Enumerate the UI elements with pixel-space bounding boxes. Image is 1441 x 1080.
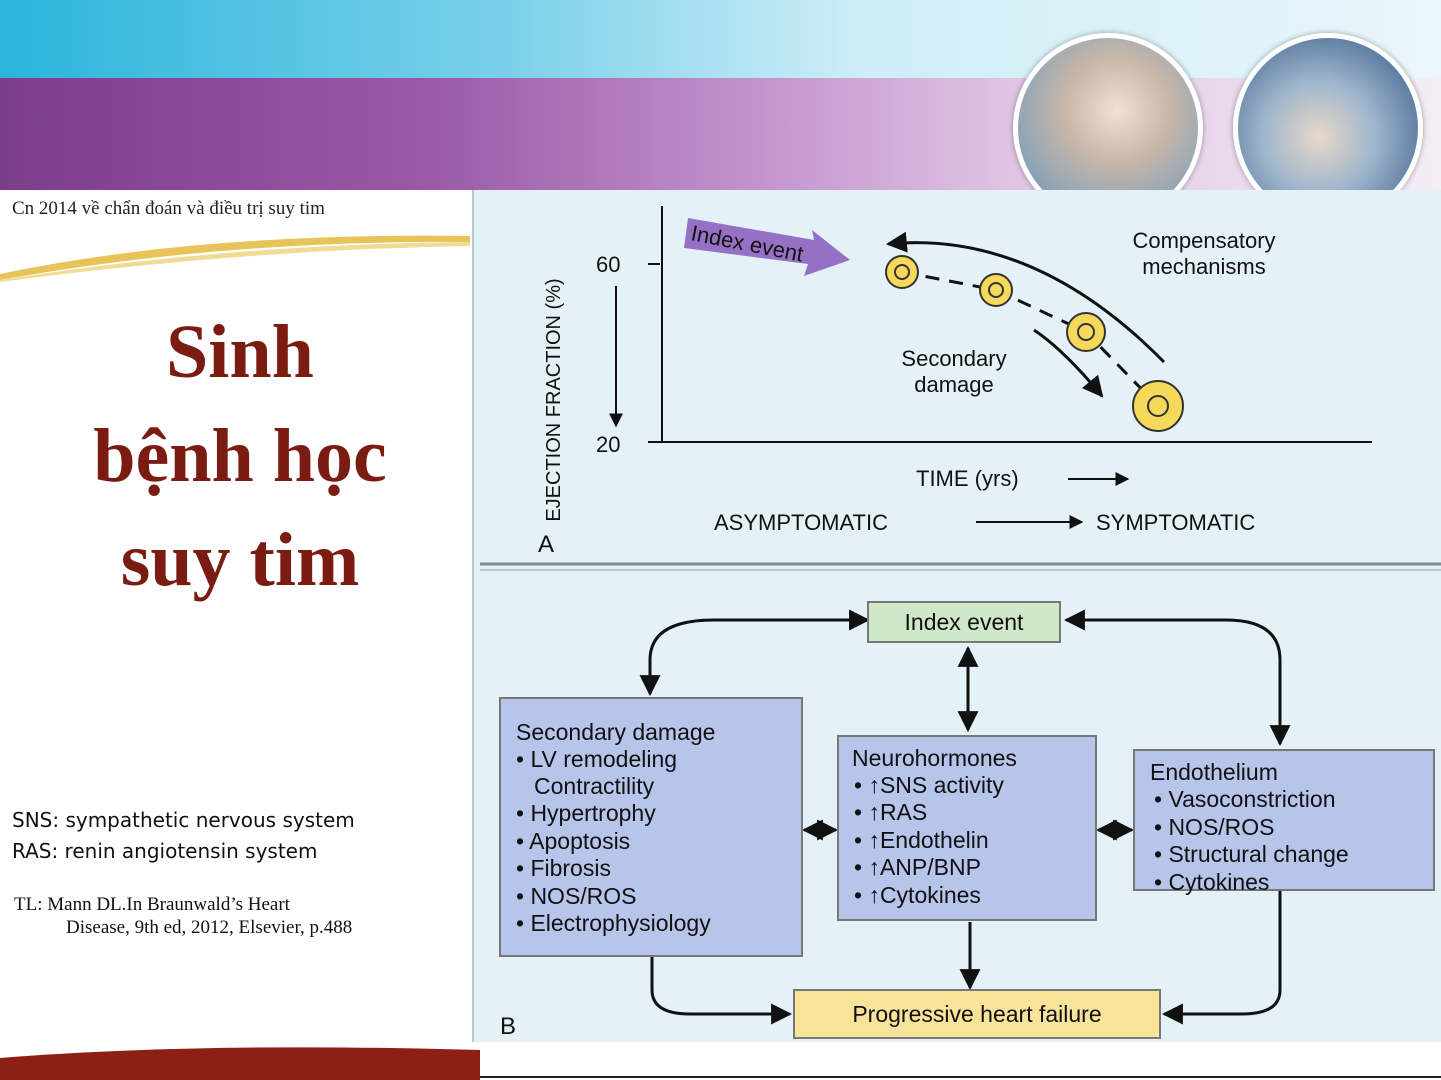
compensatory-arrow [885, 231, 1166, 364]
source-note: Cn 2014 về chẩn đoán và điều trị suy tim [12, 198, 325, 219]
ef-point [885, 255, 919, 289]
endothelium-item: • NOS/ROS [1154, 814, 1275, 840]
figure-svg: A EJECTION FRACTION (%) 60 20 Index even… [480, 206, 1441, 1040]
endothelium-box [1133, 749, 1435, 891]
endothelium-title: Endothelium [1150, 759, 1278, 785]
footer-band [0, 1042, 1441, 1080]
neuro-item: • ↑Endothelin [854, 827, 989, 853]
compensatory-line-1: Compensatory [1132, 228, 1275, 253]
progressive-hf-box [793, 989, 1161, 1039]
y-tick-20: 20 [596, 432, 620, 457]
secondary-item: • NOS/ROS [516, 883, 637, 909]
index-event-arrow [684, 218, 850, 276]
panel-b: B Index event Secondary damage • LV remo… [499, 601, 1435, 1040]
compensatory-line-2: mechanisms [1142, 254, 1265, 279]
secondary-line-1: Secondary [901, 346, 1006, 371]
neuro-item: • ↑Cytokines [854, 882, 981, 908]
y-tick-60: 60 [596, 252, 620, 277]
abbr-sns: SNS: sympathetic nervous system [12, 808, 355, 832]
left-text-panel [0, 190, 470, 1050]
ef-point [1132, 380, 1184, 432]
arrow-secondary-to-progressive [650, 956, 793, 1025]
neurohormones-title: Neurohormones [852, 745, 1017, 771]
arrow-index-to-secondary [639, 609, 871, 697]
x-axis-label: TIME (yrs) [916, 466, 1019, 491]
secondary-damage-box [499, 697, 803, 957]
progressive-hf-label: Progressive heart failure [852, 1001, 1101, 1027]
endothelium-item: • Cytokines [1154, 869, 1269, 895]
neuro-item: • ↑SNS activity [854, 772, 1004, 798]
decorative-swoosh [0, 235, 470, 282]
panel-a: A EJECTION FRACTION (%) 60 20 Index even… [538, 206, 1372, 558]
secondary-item: • Apoptosis [516, 828, 630, 854]
panel-b-label: B [500, 1013, 516, 1040]
reference-line-2: Disease, 9th ed, 2012, Elsevier, p.488 [66, 917, 353, 938]
title-line-2: bệnh học [93, 414, 387, 498]
stage-asymptomatic: ASYMPTOMATIC [714, 510, 888, 535]
index-event-box-label: Index event [905, 609, 1025, 635]
panel-a-label: A [538, 531, 554, 558]
secondary-damage-arrow [1033, 328, 1104, 398]
secondary-item: • Fibrosis [516, 855, 611, 881]
ef-points [885, 255, 1184, 432]
ef-point [1066, 312, 1106, 352]
secondary-line-2: damage [914, 372, 994, 397]
title-line-1: Sinh [166, 310, 314, 394]
neurohormones-box [837, 735, 1097, 921]
figure-panel: A EJECTION FRACTION (%) 60 20 Index even… [472, 190, 1441, 1042]
endothelium-item: • Vasoconstriction [1154, 786, 1335, 812]
top-blue-band [0, 0, 1441, 78]
ef-decline-dashed [901, 270, 1156, 404]
neuro-item: • ↑ANP/BNP [854, 854, 981, 880]
header-purple-band [0, 78, 1441, 190]
secondary-item: • Hypertrophy [516, 800, 656, 826]
reference-line-1: TL: Mann DL.In Braunwald’s Heart [14, 894, 290, 915]
index-event-box [867, 601, 1061, 643]
index-event-label: Index event [689, 220, 805, 266]
title-line-3: suy tim [120, 518, 360, 602]
abbr-ras: RAS: renin angiotensin system [12, 839, 318, 863]
ef-point [979, 273, 1013, 307]
neuro-item: • ↑RAS [854, 799, 927, 825]
secondary-item: • LV remodeling [516, 746, 677, 772]
secondary-item: Contractility [534, 773, 655, 799]
secondary-damage-title: Secondary damage [516, 719, 715, 745]
arrow-endothelium-to-progressive [1161, 890, 1282, 1025]
slide-title: Sinh bệnh học suy tim [10, 300, 470, 612]
stage-symptomatic: SYMPTOMATIC [1096, 510, 1255, 535]
arrow-index-to-endothelium [1063, 609, 1291, 747]
endothelium-item: • Structural change [1154, 841, 1349, 867]
y-axis-label: EJECTION FRACTION (%) [543, 278, 565, 521]
secondary-item: • Electrophysiology [516, 910, 711, 936]
